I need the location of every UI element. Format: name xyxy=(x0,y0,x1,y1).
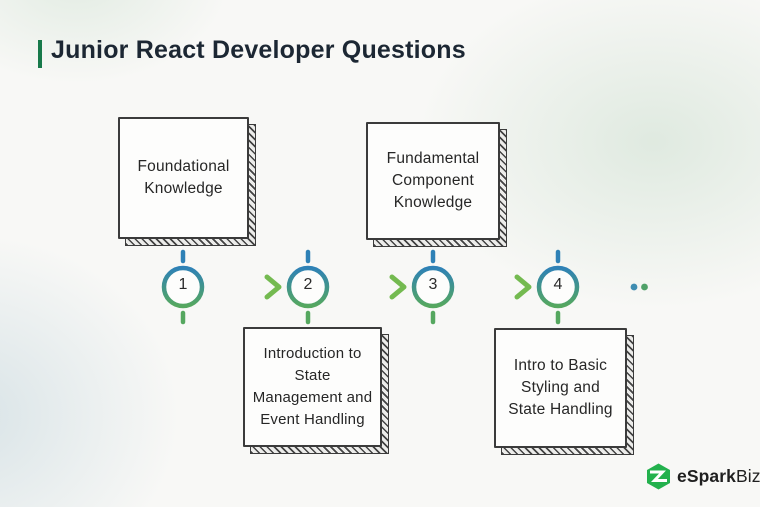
step-box-3: Fundamental Component Knowledge xyxy=(366,122,507,247)
timeline-node-2: 2 xyxy=(285,249,331,325)
node-circle-graphic xyxy=(286,249,330,325)
step-number-2: 2 xyxy=(303,276,313,293)
timeline-node-3: 3 xyxy=(410,249,456,325)
logo-text-bold: eSpark xyxy=(677,466,736,486)
node-circle-graphic xyxy=(536,249,580,325)
step-label-1: Foundational Knowledge xyxy=(118,117,249,239)
arrow-connector-3-4 xyxy=(452,271,538,308)
node-circle-graphic xyxy=(161,249,205,325)
timeline-ellipsis xyxy=(577,271,659,308)
step-label-2: Introduction to State Management and Eve… xyxy=(243,327,382,447)
page-title: Junior React Developer Questions xyxy=(51,36,466,64)
step-label-3: Fundamental Component Knowledge xyxy=(366,122,500,240)
step-box-1: Foundational Knowledge xyxy=(118,117,256,246)
node-circle-graphic xyxy=(411,249,455,325)
esparkbiz-hexagon-icon xyxy=(647,463,670,490)
esparkbiz-logo: eSparkBiz xyxy=(646,463,760,490)
timeline-node-4: 4 xyxy=(535,249,581,325)
arrow-connector-1-2 xyxy=(202,271,288,308)
step-box-2: Introduction to State Management and Eve… xyxy=(243,327,389,454)
timeline-node-1: 1 xyxy=(160,249,206,325)
arrow-connector-2-3 xyxy=(327,271,413,308)
title-accent-bar xyxy=(38,40,42,68)
step-label-4: Intro to Basic Styling and State Handlin… xyxy=(494,328,627,448)
step-number-3: 3 xyxy=(428,276,438,293)
logo-text-light: Biz xyxy=(735,466,760,486)
step-box-4: Intro to Basic Styling and State Handlin… xyxy=(494,328,634,455)
logo-wordmark: eSparkBiz xyxy=(677,466,760,487)
step-number-4: 4 xyxy=(553,276,563,293)
step-number-1: 1 xyxy=(178,276,188,293)
